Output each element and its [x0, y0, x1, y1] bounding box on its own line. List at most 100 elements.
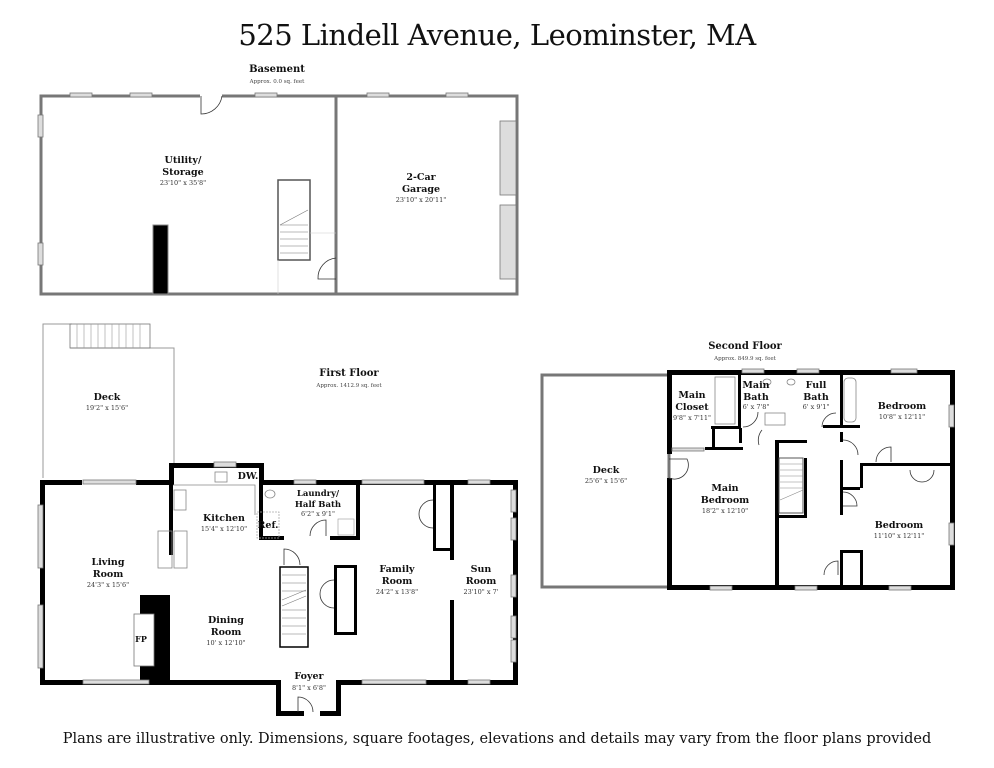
room-name: Room	[93, 569, 124, 580]
sliding-door	[82, 479, 137, 485]
room-dimensions: 19'2" x 15'6"	[86, 404, 128, 412]
room-name: 2-Car	[406, 172, 436, 183]
window	[948, 522, 955, 546]
room-name: Deck	[94, 392, 121, 403]
room-dimensions: 11'10" x 12'11"	[874, 532, 924, 540]
room-name: Bath	[803, 392, 829, 403]
window	[794, 585, 818, 591]
window	[82, 679, 150, 685]
window	[37, 242, 44, 266]
door-swing	[742, 411, 763, 446]
second-floor-area: Approx. 849.9 sq. feet	[713, 356, 776, 362]
kitchen-counter	[173, 530, 188, 569]
window	[510, 517, 517, 541]
room-name: Bedroom	[878, 401, 926, 412]
room-name: Deck	[593, 465, 620, 476]
room-dimensions: 8'1" x 6'8"	[292, 684, 326, 692]
door-swing	[309, 519, 327, 537]
front-door	[297, 696, 314, 713]
exterior-walls	[40, 463, 518, 716]
room-dimensions: 23'10" x 35'8"	[160, 179, 206, 187]
room-name: Bedroom	[875, 520, 923, 531]
room-name: Foyer	[294, 671, 324, 682]
second-floor-title: Second Floor	[708, 341, 782, 352]
room-dimensions: 6'2" x 9'1"	[301, 510, 335, 518]
room-dimensions: 23'10" x 7'	[463, 588, 498, 596]
room-name: Dining	[208, 615, 244, 626]
door-swing	[200, 95, 223, 115]
room-dimensions: 6' x 9'1"	[803, 403, 830, 411]
window	[361, 479, 425, 485]
basement-plan: Basement Approx. 0.0 sq. feet Utility/ S…	[37, 64, 519, 296]
basement-area: Approx. 0.0 sq. feet	[249, 79, 305, 85]
garage-door	[499, 120, 517, 196]
deck-door	[668, 458, 689, 480]
window	[796, 368, 820, 374]
closet-door	[418, 499, 434, 529]
room-dimensions: 9'8" x 7'11"	[673, 414, 711, 422]
room-dimensions: 25'6" x 15'6"	[585, 477, 627, 485]
room-name: Bedroom	[701, 495, 749, 506]
window	[510, 489, 517, 513]
disclaimer: Plans are illustrative only. Dimensions,…	[62, 731, 932, 747]
window	[254, 92, 278, 98]
room-dimensions: 24'3" x 15'6"	[87, 581, 129, 589]
room-dimensions: 18'2" x 12'10"	[702, 507, 748, 515]
window	[741, 368, 765, 374]
window	[37, 504, 44, 569]
room-name: Laundry/	[297, 489, 340, 499]
room-dimensions: 15'4" x 12'10"	[201, 525, 247, 533]
room-name: Family	[379, 564, 415, 575]
room-name: Closet	[675, 402, 709, 413]
dishwasher-label: DW.	[238, 471, 259, 482]
window	[366, 92, 390, 98]
room-name: Utility/	[165, 155, 202, 166]
shower-icon	[714, 376, 736, 425]
room-name: Half Bath	[295, 500, 341, 510]
stairs	[277, 179, 311, 261]
deck-rail	[42, 323, 72, 478]
room-name: Kitchen	[203, 513, 245, 524]
window	[890, 368, 918, 374]
toilet-icon	[786, 378, 796, 386]
closet-door	[842, 439, 892, 463]
room-dimensions: 24'2" x 13'8"	[376, 588, 418, 596]
window	[129, 92, 153, 98]
room-dimensions: 10'8" x 12'11"	[879, 413, 925, 421]
room-name: Bath	[743, 392, 769, 403]
kitchen-counter	[173, 484, 256, 515]
window	[467, 479, 491, 485]
door-opening	[200, 93, 222, 99]
fireplace	[133, 613, 155, 667]
fireplace-label: FP	[135, 634, 147, 644]
window	[445, 92, 469, 98]
room-name: Room	[466, 576, 497, 587]
room-dimensions: 23'10" x 20'11"	[396, 196, 446, 204]
first-floor-plan: First Floor Approx. 1412.9 sq. feet	[37, 323, 518, 716]
closet-door	[909, 469, 935, 483]
second-floor-plan: Second Floor Approx. 849.9 sq. feet	[540, 341, 955, 591]
door-swing	[842, 491, 858, 507]
room-name: Storage	[162, 167, 203, 178]
room-name: Sun	[471, 564, 492, 575]
room-dimensions: 10' x 12'10"	[206, 639, 245, 647]
window	[709, 585, 733, 591]
window	[37, 604, 44, 669]
sliding-door	[671, 447, 705, 452]
deck-stairs	[69, 323, 151, 349]
room-name: Living	[92, 557, 125, 568]
toilet-icon	[762, 378, 772, 386]
window	[888, 585, 912, 591]
window	[69, 92, 93, 98]
vanity-icon	[764, 412, 786, 426]
first-floor-area: Approx. 1412.9 sq. feet	[315, 383, 382, 389]
window	[948, 404, 955, 428]
door-swing	[283, 548, 301, 566]
window	[37, 114, 44, 138]
refrigerator-label: Ref.	[258, 520, 279, 531]
kitchen-island	[157, 530, 173, 569]
stove	[173, 489, 187, 511]
closet-door	[319, 579, 335, 609]
window	[510, 574, 517, 598]
